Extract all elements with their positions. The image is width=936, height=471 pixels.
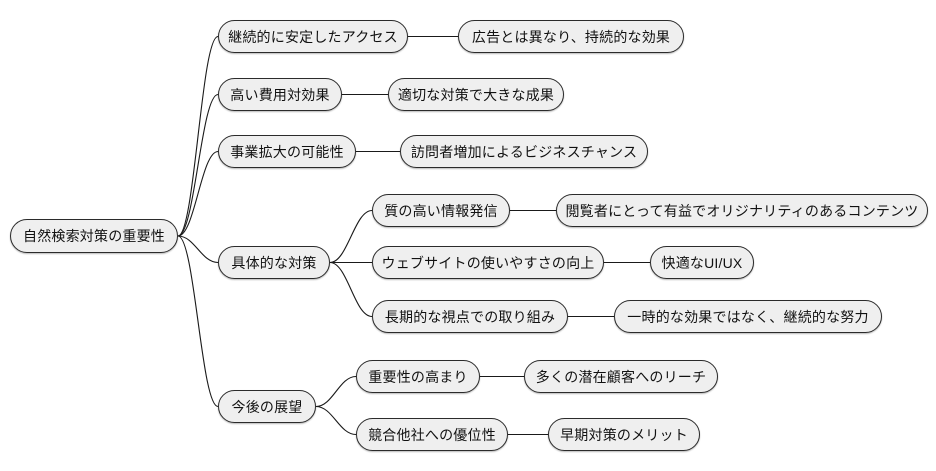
mindmap-node-n2[interactable]: 高い費用対効果 bbox=[218, 78, 342, 111]
mindmap-node-n4a[interactable]: 質の高い情報発信 bbox=[372, 194, 510, 227]
mindmap-node-n1[interactable]: 継続的に安定したアクセス bbox=[218, 20, 408, 53]
mindmap-node-n1a[interactable]: 広告とは異なり、持続的な効果 bbox=[458, 20, 684, 53]
node-label: 広告とは異なり、持続的な効果 bbox=[471, 28, 671, 45]
node-label: 閲覧者にとって有益でオリジナリティのあるコンテンツ bbox=[565, 202, 919, 219]
node-label: 継続的に安定したアクセス bbox=[228, 28, 398, 45]
mindmap-node-n2a[interactable]: 適切な対策で大きな成果 bbox=[388, 78, 564, 111]
edge-n5-to-n5a bbox=[315, 375, 357, 408]
node-label: 快適なUI/UX bbox=[661, 254, 743, 271]
node-label: 高い費用対効果 bbox=[230, 86, 330, 103]
edge-root-to-n3 bbox=[177, 150, 219, 237]
mindmap-node-n5b1[interactable]: 早期対策のメリット bbox=[548, 418, 700, 451]
node-label: 訪問者増加によるビジネスチャンス bbox=[410, 143, 638, 160]
mindmap-node-n4a1[interactable]: 閲覧者にとって有益でオリジナリティのあるコンテンツ bbox=[556, 194, 928, 227]
node-label: 適切な対策で大きな成果 bbox=[397, 86, 555, 103]
node-label: 今後の展望 bbox=[231, 398, 303, 415]
node-label: 競合他社への優位性 bbox=[368, 426, 496, 443]
mindmap-node-n4c[interactable]: 長期的な視点での取り組み bbox=[372, 300, 568, 333]
mindmap-node-n5a[interactable]: 重要性の高まり bbox=[356, 360, 480, 393]
mindmap-node-n3[interactable]: 事業拡大の可能性 bbox=[218, 135, 356, 168]
edge-n4-to-n4c bbox=[329, 261, 373, 318]
edge-root-to-n5 bbox=[177, 235, 219, 408]
mindmap-node-n3a[interactable]: 訪問者増加によるビジネスチャンス bbox=[400, 135, 648, 168]
mindmap-node-n4c1[interactable]: 一時的な効果ではなく、継続的な努力 bbox=[614, 300, 882, 333]
node-label: 長期的な視点での取り組み bbox=[384, 308, 556, 325]
edge-root-to-n1 bbox=[177, 35, 219, 237]
mindmap-node-n4b[interactable]: ウェブサイトの使いやすさの向上 bbox=[372, 246, 604, 279]
edge-root-to-n4 bbox=[177, 235, 219, 264]
node-label: ウェブサイトの使いやすさの向上 bbox=[381, 254, 595, 271]
node-label: 事業拡大の可能性 bbox=[230, 143, 344, 160]
node-label: 早期対策のメリット bbox=[560, 426, 688, 443]
node-label: 一時的な効果ではなく、継続的な努力 bbox=[627, 308, 869, 325]
node-label: 具体的な対策 bbox=[231, 254, 317, 271]
node-label: 重要性の高まり bbox=[368, 368, 468, 385]
node-label: 多くの潜在顧客へのリーチ bbox=[535, 368, 707, 385]
edge-n4-to-n4a bbox=[329, 209, 373, 264]
edge-root-to-n2 bbox=[177, 93, 219, 237]
edge-n5-to-n5b bbox=[315, 405, 357, 436]
mindmap-node-n5a1[interactable]: 多くの潜在顧客へのリーチ bbox=[524, 360, 718, 393]
mindmap-node-n5b[interactable]: 競合他社への優位性 bbox=[356, 418, 508, 451]
mindmap-root-node[interactable]: 自然検索対策の重要性 bbox=[10, 219, 178, 253]
mindmap-node-n5[interactable]: 今後の展望 bbox=[218, 390, 316, 423]
node-label: 質の高い情報発信 bbox=[384, 202, 498, 219]
mindmap-node-n4[interactable]: 具体的な対策 bbox=[218, 246, 330, 279]
node-label: 自然検索対策の重要性 bbox=[23, 228, 165, 244]
mindmap-node-n4b1[interactable]: 快適なUI/UX bbox=[650, 246, 754, 279]
